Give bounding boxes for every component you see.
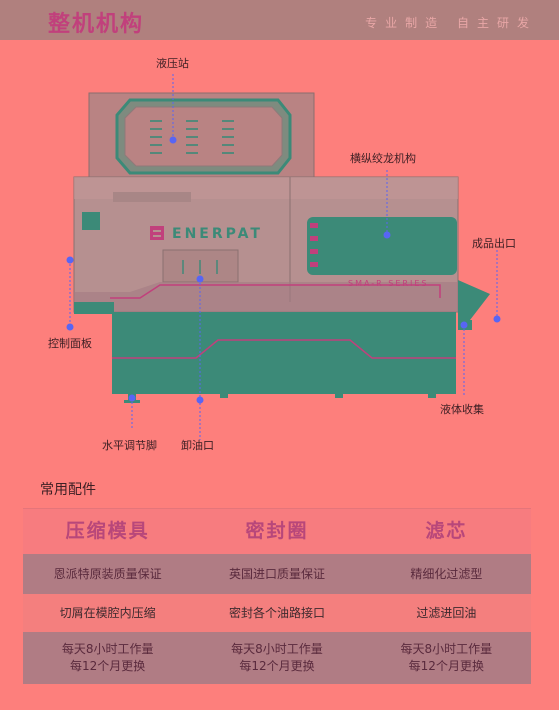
brand-name: ENERPAT bbox=[172, 226, 263, 242]
brand-logo-mark bbox=[150, 226, 164, 240]
column-header: 滤芯 bbox=[425, 520, 468, 542]
column-header: 压缩模具 bbox=[65, 520, 150, 542]
screw-mechanism-window bbox=[307, 217, 457, 275]
label-leveling-foot: 水平调节脚 bbox=[102, 439, 157, 452]
table-cell: 密封各个油路接口 bbox=[228, 605, 325, 620]
table-cell: 每天8小时工作量 每12个月更换 bbox=[362, 641, 531, 675]
cell-line: 每天8小时工作量 bbox=[61, 642, 154, 656]
label-hydraulic-station: 液压站 bbox=[156, 57, 189, 70]
table-cell: 每天8小时工作量 每12个月更换 bbox=[192, 641, 361, 675]
control-panel-screen bbox=[82, 212, 100, 230]
label-screw-mechanism: 横纵绞龙机构 bbox=[350, 152, 416, 165]
slogan: 专业制造 自主研发 bbox=[365, 16, 537, 30]
table-header-row: 压缩模具 密封圈 滤芯 bbox=[23, 508, 531, 554]
cell-line: 每12个月更换 bbox=[408, 659, 484, 673]
accessories-table: 压缩模具 密封圈 滤芯 恩派特原装质量保证 英国进口质量保证 精细化过滤型 切屑… bbox=[23, 508, 531, 684]
table-row: 每天8小时工作量 每12个月更换 每天8小时工作量 每12个月更换 每天8小时工… bbox=[23, 632, 531, 684]
accessories-title: 常用配件 bbox=[40, 482, 96, 498]
series-badge: SMA-R SERIES bbox=[348, 279, 429, 288]
label-liquid-collection: 液体收集 bbox=[440, 403, 484, 416]
column-header: 密封圈 bbox=[245, 520, 309, 542]
table-cell: 英国进口质量保证 bbox=[228, 566, 325, 581]
cell-line: 每天8小时工作量 bbox=[400, 642, 493, 656]
machine-illustration bbox=[66, 74, 501, 440]
machine-diagram: ENERPAT SMA-R SERIES 液压站 横纵绞龙机构 成品出口 控制面… bbox=[0, 40, 559, 460]
table-cell: 过滤进回油 bbox=[416, 605, 477, 620]
machine-base bbox=[112, 312, 456, 394]
label-oil-drain: 卸油口 bbox=[181, 439, 214, 452]
table-row: 切屑在模腔内压缩 密封各个油路接口 过滤进回油 bbox=[23, 594, 531, 632]
page-title: 整机机构 bbox=[48, 12, 145, 37]
table-cell: 恩派特原装质量保证 bbox=[53, 566, 162, 581]
product-outlet-chute bbox=[458, 280, 490, 320]
table-cell: 切屑在模腔内压缩 bbox=[59, 605, 156, 620]
label-product-outlet: 成品出口 bbox=[472, 237, 516, 250]
cell-line: 每12个月更换 bbox=[239, 659, 315, 673]
table-cell: 精细化过滤型 bbox=[410, 566, 483, 581]
cell-line: 每12个月更换 bbox=[70, 659, 146, 673]
table-row: 恩派特原装质量保证 英国进口质量保证 精细化过滤型 bbox=[23, 554, 531, 594]
top-banner: 整机机构 专业制造 自主研发 bbox=[0, 0, 559, 40]
table-cell: 每天8小时工作量 每12个月更换 bbox=[23, 641, 192, 675]
cell-line: 每天8小时工作量 bbox=[231, 642, 323, 656]
label-control-panel: 控制面板 bbox=[48, 337, 92, 350]
